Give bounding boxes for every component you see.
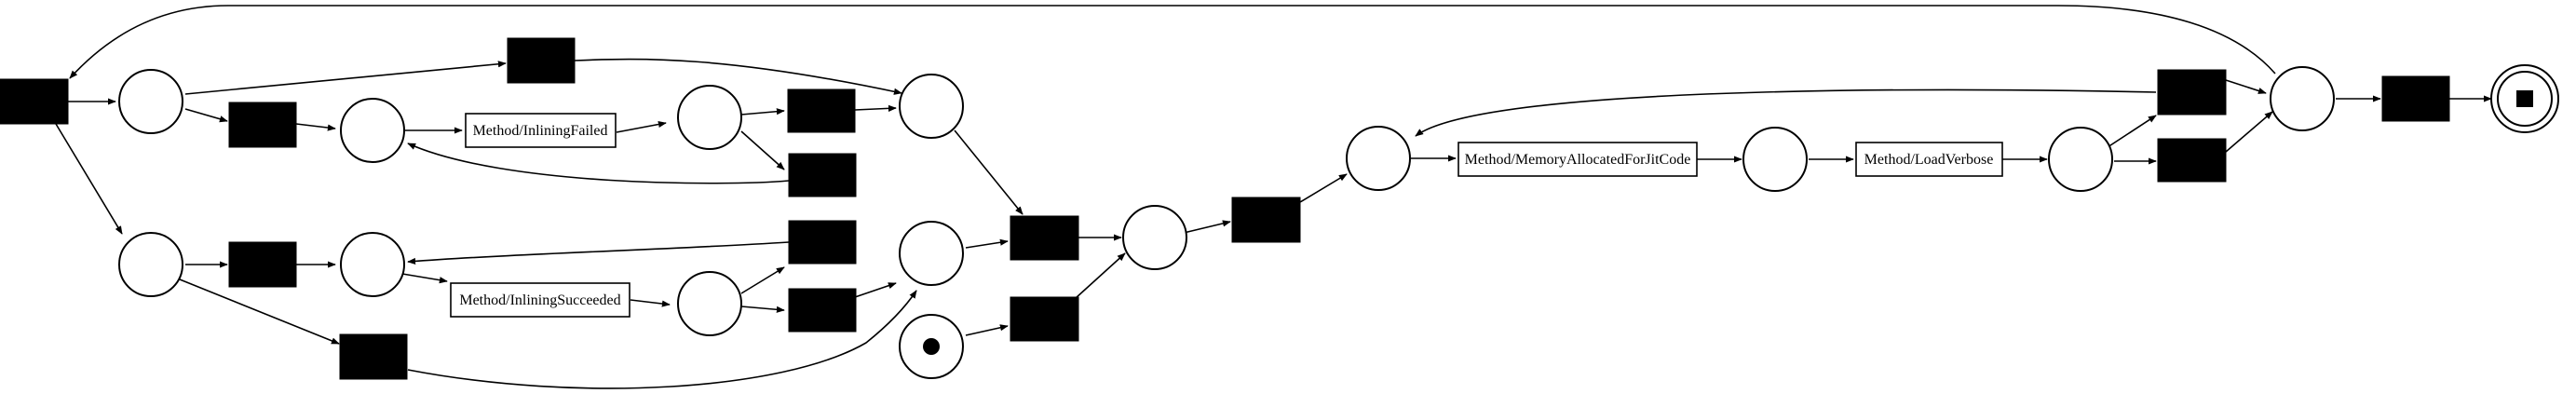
place bbox=[677, 85, 742, 150]
arc bbox=[740, 108, 785, 115]
place bbox=[340, 98, 405, 163]
silent-transition bbox=[228, 241, 297, 288]
silent-transition bbox=[1010, 296, 1079, 342]
arc bbox=[69, 5, 2276, 79]
arc bbox=[740, 306, 785, 313]
silent-transition bbox=[507, 37, 576, 84]
arc bbox=[184, 61, 507, 95]
arc bbox=[574, 58, 902, 95]
task-label: Method/InliningSucceeded bbox=[459, 292, 620, 308]
labelled-transitions: Method/InliningFailed Method/InliningSuc… bbox=[450, 113, 2003, 318]
place bbox=[899, 221, 964, 286]
arc bbox=[1075, 252, 1126, 299]
task-load-verbose: Method/LoadVerbose bbox=[1855, 142, 2003, 177]
silent-transition bbox=[788, 153, 857, 197]
arc bbox=[401, 273, 448, 284]
arc bbox=[1183, 220, 1231, 234]
silent-transition bbox=[2157, 69, 2227, 115]
arc bbox=[854, 282, 897, 298]
final-marking-square bbox=[2516, 90, 2533, 107]
task-label: Method/MemoryAllocatedForJitCode bbox=[1465, 152, 1691, 168]
place bbox=[2048, 127, 2113, 192]
arc bbox=[854, 104, 897, 112]
silent-transition bbox=[339, 333, 408, 380]
arc bbox=[740, 266, 785, 294]
arc bbox=[179, 279, 340, 345]
task-label: Method/LoadVerbose bbox=[1864, 152, 1994, 168]
arc bbox=[407, 241, 790, 265]
task-inlining-succeeded: Method/InliningSucceeded bbox=[450, 282, 630, 318]
places bbox=[118, 64, 2559, 379]
silent-transition bbox=[787, 88, 856, 133]
arcs bbox=[55, 5, 2492, 389]
arc bbox=[295, 123, 336, 131]
arc bbox=[965, 324, 1009, 336]
place bbox=[677, 271, 742, 336]
task-inlining-failed: Method/InliningFailed bbox=[465, 113, 617, 148]
task-memory-allocated: Method/MemoryAllocatedForJitCode bbox=[1457, 142, 1698, 177]
arc bbox=[965, 238, 1009, 249]
arc bbox=[407, 143, 790, 184]
silent-transition bbox=[2381, 75, 2450, 122]
arc bbox=[616, 120, 667, 133]
place bbox=[340, 232, 405, 297]
silent-transition bbox=[1231, 197, 1301, 243]
place bbox=[1346, 126, 1411, 191]
place bbox=[2270, 66, 2335, 131]
silent-transitions bbox=[0, 37, 2450, 380]
arc bbox=[1415, 88, 2157, 137]
arc bbox=[740, 130, 785, 170]
task-label: Method/InliningFailed bbox=[473, 123, 608, 139]
place bbox=[1122, 205, 1187, 270]
silent-transition bbox=[228, 102, 297, 148]
place bbox=[118, 69, 183, 134]
token bbox=[923, 338, 940, 355]
arc bbox=[2225, 111, 2273, 153]
arc bbox=[2225, 79, 2267, 94]
silent-transition bbox=[2157, 138, 2227, 183]
place bbox=[899, 74, 964, 139]
arc bbox=[2104, 115, 2157, 150]
silent-transition bbox=[788, 288, 857, 333]
silent-transition bbox=[788, 220, 857, 265]
arc bbox=[1299, 173, 1348, 203]
silent-transition bbox=[0, 78, 69, 125]
place bbox=[118, 232, 183, 297]
arc bbox=[630, 299, 671, 307]
arc bbox=[55, 123, 123, 235]
arc bbox=[184, 108, 228, 123]
place bbox=[1742, 127, 1808, 192]
arc bbox=[407, 290, 917, 389]
silent-transition bbox=[1010, 215, 1079, 261]
arc bbox=[954, 129, 1024, 215]
